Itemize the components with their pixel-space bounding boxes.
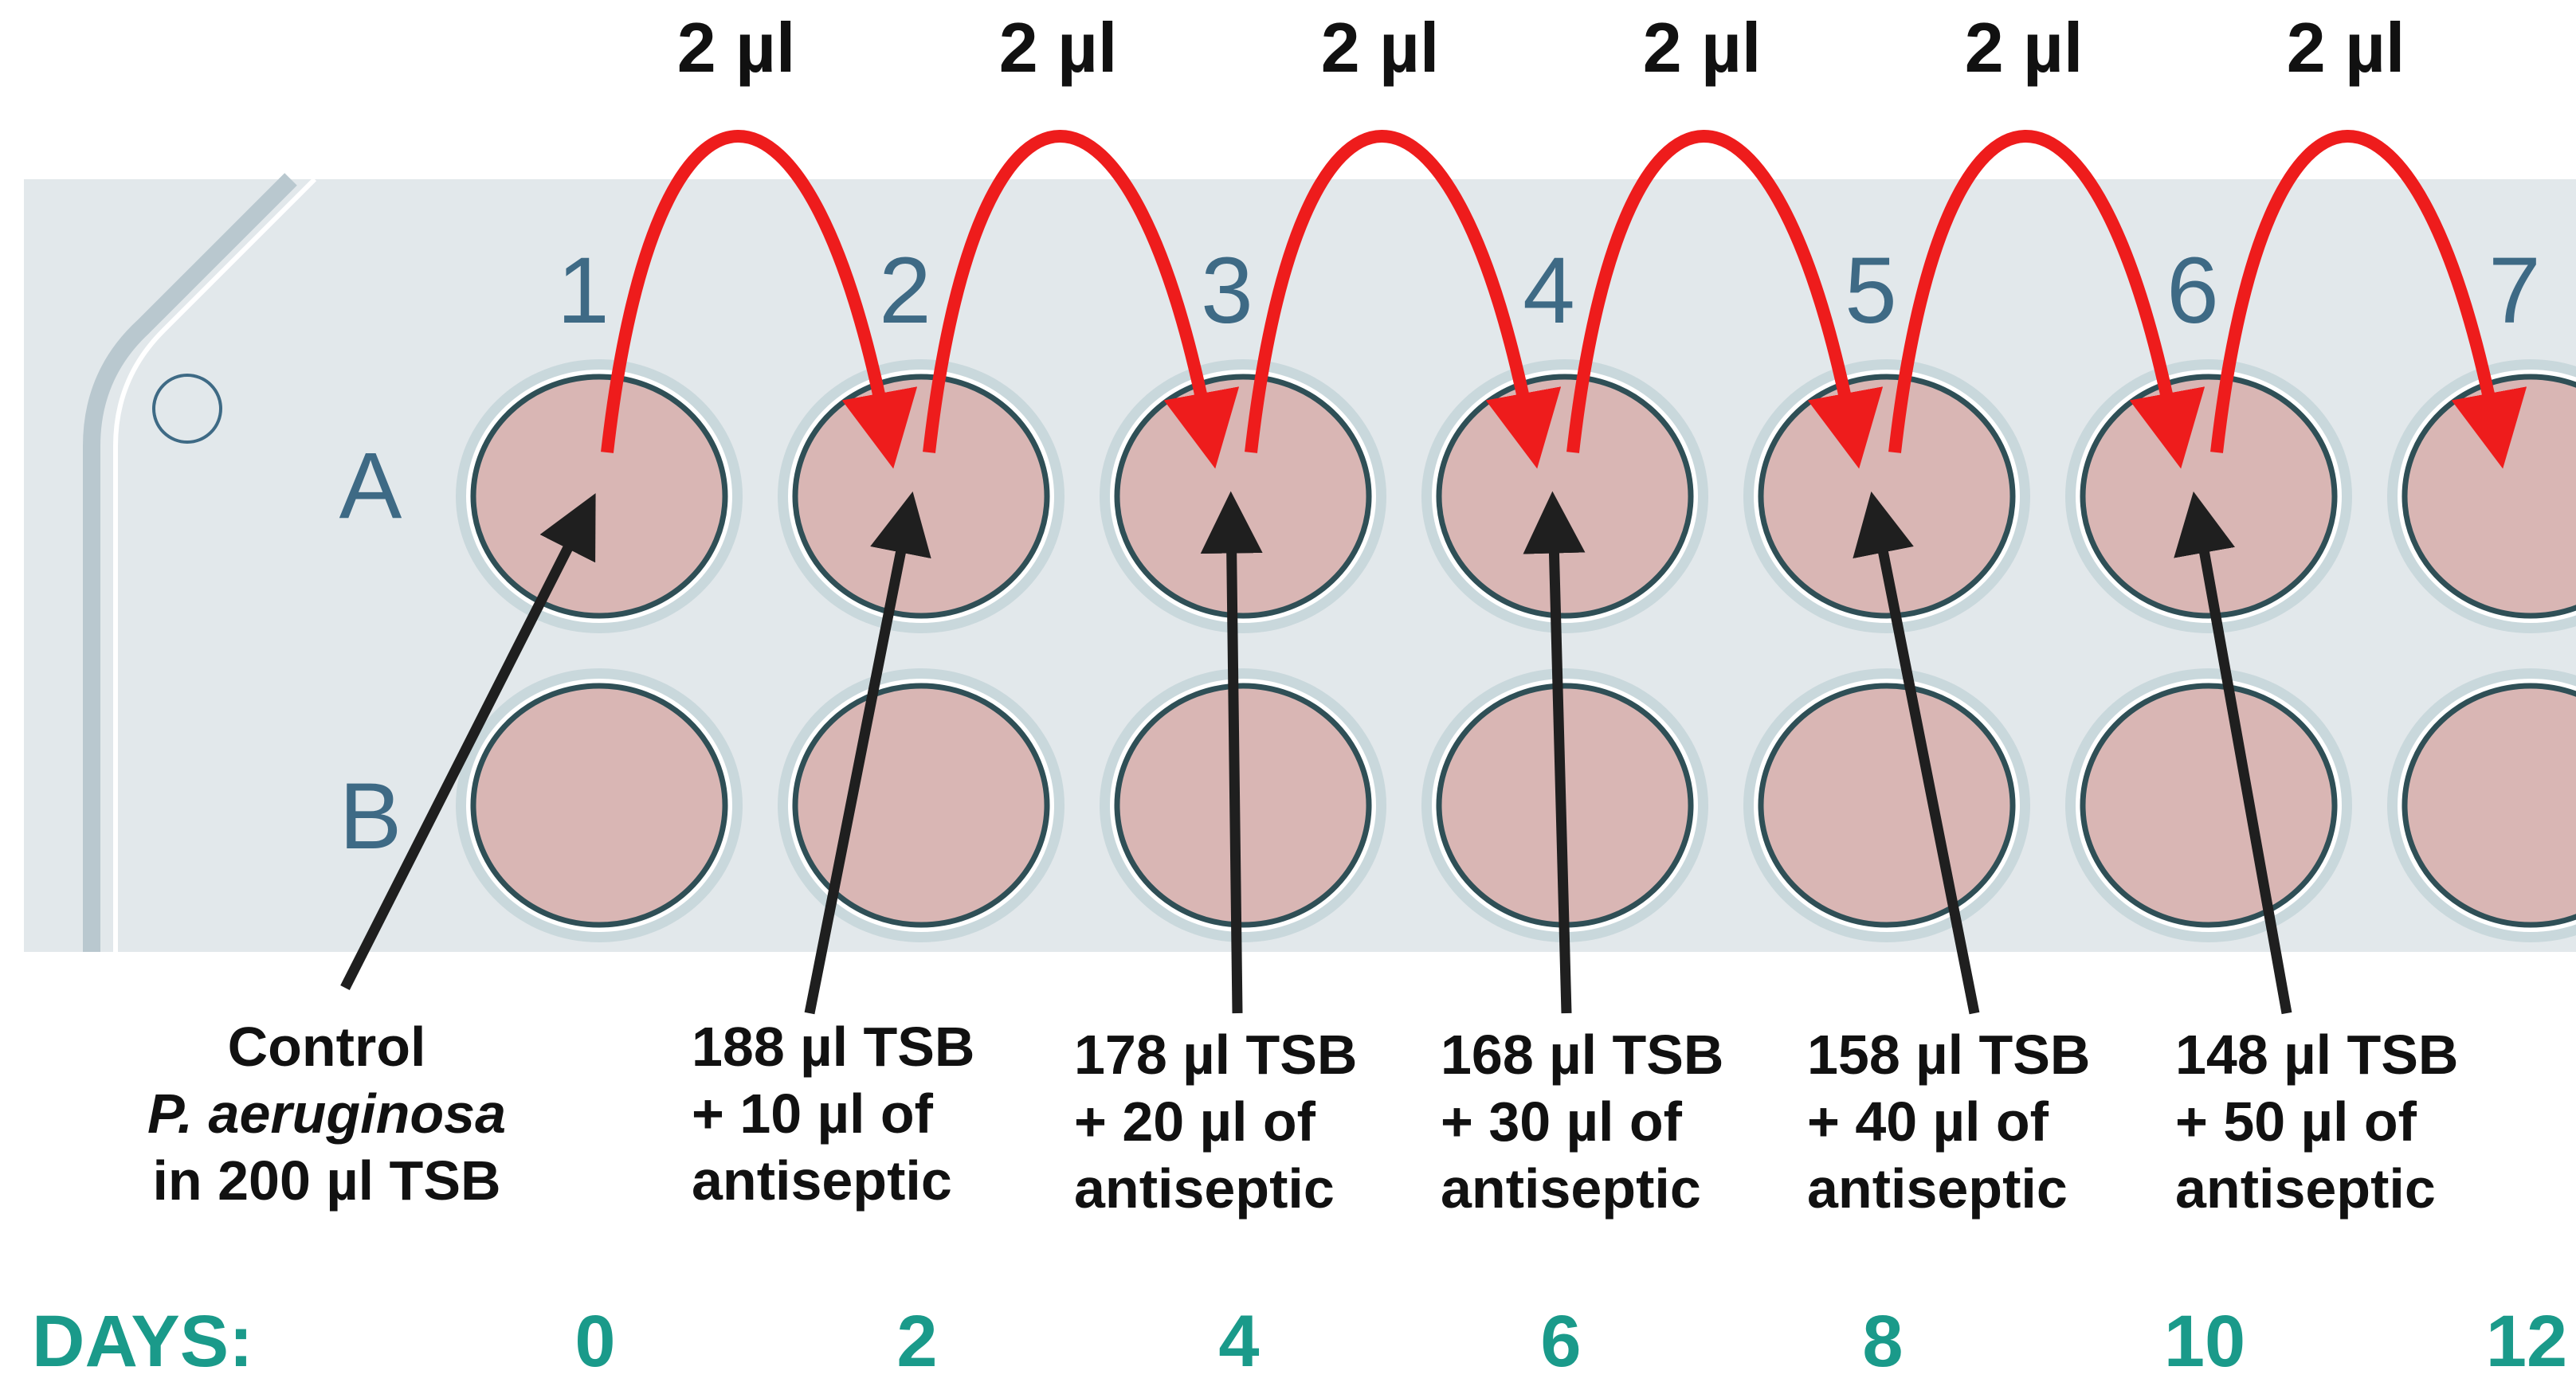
description-line: 188 µl TSB bbox=[692, 1016, 974, 1078]
transfer-volume-label: 2 µl bbox=[1965, 8, 2084, 87]
description-line: 178 µl TSB bbox=[1074, 1024, 1357, 1086]
day-value: 4 bbox=[1218, 1301, 1259, 1382]
description-line: P. aeruginosa bbox=[147, 1083, 506, 1145]
transfer-arrow bbox=[1888, 130, 2205, 469]
column-label: 7 bbox=[2488, 238, 2541, 343]
pointer-arrow bbox=[1523, 491, 1586, 1014]
row-label: A bbox=[339, 433, 402, 538]
pointer-arrow bbox=[340, 493, 596, 990]
column-label: 3 bbox=[1201, 238, 1253, 343]
description-line: antiseptic bbox=[2175, 1157, 2436, 1220]
well-B7 bbox=[2387, 668, 2576, 942]
transfer-arrow bbox=[2210, 130, 2527, 469]
description-line: 148 µl TSB bbox=[2175, 1024, 2458, 1086]
well-B1 bbox=[456, 668, 743, 942]
transfer-volume-label: 2 µl bbox=[1321, 8, 1440, 87]
plate-corner-inner bbox=[113, 177, 317, 952]
description-line: 168 µl TSB bbox=[1441, 1024, 1723, 1086]
transfer-volume-label: 2 µl bbox=[677, 8, 796, 87]
transfer-volume-label: 2 µl bbox=[2287, 8, 2405, 87]
day-value: 10 bbox=[2164, 1301, 2245, 1382]
pointer-arrow bbox=[804, 491, 931, 1015]
description-line: Control bbox=[228, 1016, 426, 1078]
day-value: 0 bbox=[574, 1301, 615, 1382]
description-line: in 200 µl TSB bbox=[152, 1149, 500, 1212]
day-value: 12 bbox=[2486, 1301, 2567, 1382]
description-line: antiseptic bbox=[1074, 1157, 1335, 1220]
pointer-arrow bbox=[2174, 491, 2292, 1015]
transfer-volume-label: 2 µl bbox=[999, 8, 1118, 87]
column-label: 4 bbox=[1523, 238, 1575, 343]
pointer-arrow bbox=[1200, 491, 1263, 1014]
day-value: 8 bbox=[1862, 1301, 1903, 1382]
well-A2 bbox=[778, 359, 1065, 633]
well-B2 bbox=[778, 668, 1065, 942]
description-line: + 10 µl of bbox=[692, 1083, 934, 1145]
well-B5 bbox=[1743, 668, 2030, 942]
description-line: + 30 µl of bbox=[1441, 1091, 1683, 1153]
transfer-arrow bbox=[1245, 130, 1562, 469]
days-timeline: DAYS: 0 2 4 6 8 10 12 bbox=[32, 1301, 2567, 1382]
transfer-arrow bbox=[923, 130, 1240, 469]
well-B6 bbox=[2065, 668, 2352, 942]
well-A7 bbox=[2387, 359, 2576, 633]
description-line: + 50 µl of bbox=[2175, 1091, 2417, 1153]
column-label: 1 bbox=[557, 238, 610, 343]
transfer-arrow bbox=[601, 130, 918, 469]
description-line: antiseptic bbox=[1807, 1157, 2068, 1220]
transfer-volume-label: 2 µl bbox=[1643, 8, 1762, 87]
description-line: antiseptic bbox=[692, 1149, 952, 1212]
well-A4 bbox=[1421, 359, 1708, 633]
transfer-labels: 2 µl 2 µl 2 µl 2 µl 2 µl 2 µl bbox=[677, 8, 2405, 87]
description-line: + 40 µl of bbox=[1807, 1091, 2049, 1153]
well-A1 bbox=[456, 359, 743, 633]
column-label: 6 bbox=[2166, 238, 2219, 343]
well-A3 bbox=[1100, 359, 1386, 633]
well-B3 bbox=[1100, 668, 1386, 942]
plate-labels: 1 2 3 4 5 6 7A B bbox=[339, 238, 2541, 869]
column-label: 5 bbox=[1845, 238, 1897, 343]
description-line: + 20 µl of bbox=[1074, 1091, 1316, 1153]
days-label: DAYS: bbox=[32, 1301, 253, 1382]
description-line: antiseptic bbox=[1441, 1157, 1701, 1220]
pointer-arrows bbox=[340, 491, 2292, 1015]
plate-marker-circle bbox=[152, 374, 222, 444]
description-line: 158 µl TSB bbox=[1807, 1024, 2090, 1086]
day-value: 6 bbox=[1540, 1301, 1581, 1382]
pointer-arrow bbox=[1853, 491, 1980, 1015]
day-value: 2 bbox=[896, 1301, 937, 1382]
plate-corner-frame bbox=[83, 173, 297, 952]
row-label: B bbox=[339, 764, 402, 869]
column-label: 2 bbox=[879, 238, 931, 343]
transfer-arrow bbox=[1566, 130, 1884, 469]
transfer-arrows bbox=[601, 130, 2527, 469]
